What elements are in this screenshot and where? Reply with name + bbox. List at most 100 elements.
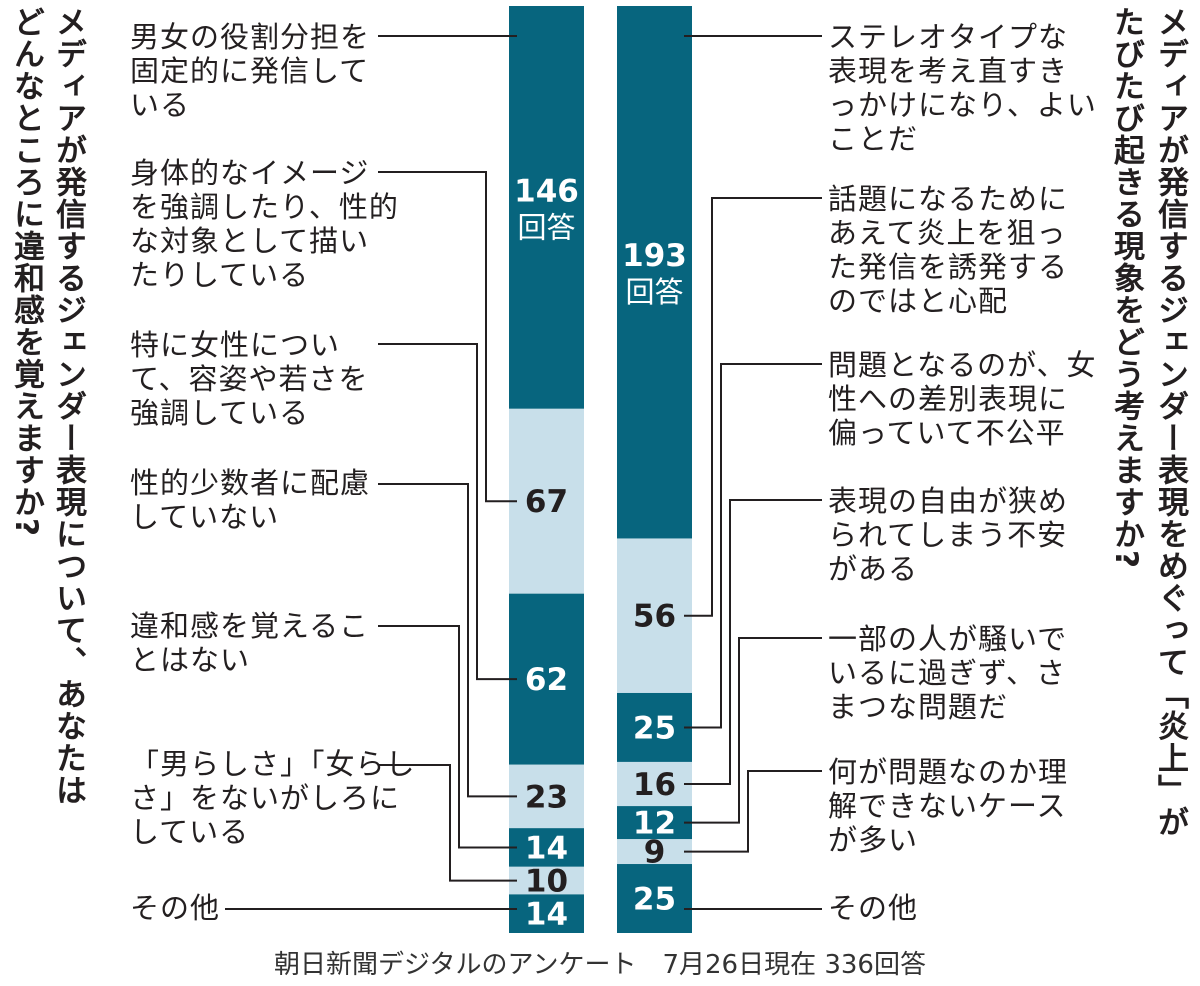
right-label-2: 問題となるのが、女 性への差別表現に 偏っていて不公平	[828, 348, 1097, 450]
unit-label: 回答	[517, 210, 575, 244]
value-label: 9	[644, 835, 666, 871]
label-line: 何が問題なのか理	[828, 755, 1069, 789]
bar-segment	[509, 593, 584, 765]
bar-segment	[509, 894, 584, 933]
label-line: 性的少数者に配慮	[130, 466, 371, 500]
leader-line	[684, 499, 822, 786]
label-line: 身体的なイメージ	[130, 156, 370, 190]
value-label: 14	[525, 897, 568, 933]
label-line: している	[130, 815, 250, 849]
leader-line	[378, 171, 517, 503]
right-label-6: その他	[828, 891, 918, 925]
label-line: ことだ	[828, 122, 919, 156]
left-question-line-2: どんなところに違和感を覚えますか?	[8, 6, 44, 537]
label-line: 性への差別表現に	[828, 382, 1069, 416]
right-label-0: ステレオタイプな 表現を考え直すき っかけになり、よい ことだ	[828, 20, 1097, 156]
value-label: 16	[633, 767, 676, 803]
label-line: 一部の人が騒いで	[828, 622, 1068, 656]
right-question-line-1: メディアが発信するジェンダー表現をめぐって「炎上」が	[1152, 6, 1188, 838]
label-line: た発信を誘発する	[828, 250, 1069, 284]
leader-line	[684, 363, 822, 729]
left-label-1: 身体的なイメージ を強調したり、性的 な対象として描い たりしている	[130, 156, 399, 292]
label-line: その他	[130, 891, 221, 925]
source-note: 朝日新聞デジタルのアンケート 7月26日現在 336回答	[274, 950, 926, 980]
value-label: 67	[525, 484, 568, 520]
label-line: 表現の自由が狭め	[828, 484, 1069, 518]
left-label-6: その他	[130, 891, 220, 925]
bar-segment	[509, 764, 584, 829]
label-line: 偏っていて不公平	[828, 416, 1066, 450]
bar-segment	[617, 538, 692, 693]
left-label-4: 違和感を覚えるこ とはない	[130, 609, 369, 677]
label-line: していない	[130, 500, 280, 534]
value-label: 25	[633, 710, 676, 746]
label-line: っかけになり、よい	[828, 88, 1097, 122]
bar-segment	[509, 866, 584, 895]
label-line: いるに過ぎず、さ	[828, 656, 1066, 690]
leader-line	[378, 483, 517, 798]
label-line: その他	[828, 891, 919, 925]
right-label-3: 表現の自由が狭め られてしまう不安 がある	[828, 484, 1068, 586]
leader-line	[378, 764, 517, 882]
label-line: とはない	[130, 643, 251, 677]
leader-line	[684, 637, 822, 824]
label-line: たりしている	[130, 258, 310, 292]
label-line: がある	[828, 552, 919, 586]
left-label-2: 特に女性につい て、容姿や若さを 強調している	[130, 328, 369, 430]
value-label: 14	[525, 830, 568, 866]
bar-segment	[617, 806, 692, 840]
label-line: 特に女性につい	[130, 328, 341, 362]
label-line: 表現を考え直すき	[828, 54, 1069, 88]
value-label: 12	[633, 806, 676, 842]
label-line: て、容姿や若さを	[130, 362, 369, 396]
label-line: な対象として描い	[130, 224, 370, 258]
label-line: 解できないケース	[828, 789, 1067, 823]
value-label: 56	[633, 599, 676, 635]
label-line: のではと心配	[828, 284, 1009, 318]
bar-segment	[617, 692, 692, 762]
bar-segment	[617, 839, 692, 865]
bar-segment	[617, 864, 692, 933]
left-label-3: 性的少数者に配慮 していない	[130, 466, 370, 534]
label-line: 固定的に発信して	[130, 54, 370, 88]
label-line: 問題となるのが、女	[828, 348, 1097, 382]
value-label: 23	[525, 779, 568, 815]
value-label: 25	[633, 882, 676, 918]
value-label: 62	[525, 662, 568, 698]
label-line: まつな問題だ	[828, 690, 1009, 724]
left-question-line-1: メディアが発信するジェンダー表現について、あなたは	[50, 6, 86, 806]
bar-segment	[509, 6, 584, 409]
label-line: 強調している	[130, 396, 310, 430]
left-label-0: 男女の役割分担を 固定的に発信して いる	[130, 20, 370, 122]
leader-line	[378, 625, 517, 849]
value-label: 146	[514, 173, 579, 209]
right-label-1: 話題になるために あえて炎上を狙っ た発信を誘発する のではと心配	[828, 182, 1068, 318]
bar-segment	[617, 6, 692, 539]
label-line: られてしまう不安	[828, 518, 1068, 552]
label-line: あえて炎上を狙っ	[828, 216, 1067, 250]
value-label: 193	[622, 238, 687, 274]
label-line: 話題になるために	[828, 182, 1069, 216]
bar-segment	[617, 761, 692, 807]
value-label: 10	[525, 864, 568, 900]
left-question-title: どんなところに違和感を覚えますか? メディアが発信するジェンダー表現について、あ…	[6, 6, 96, 966]
label-line: ステレオタイプな	[828, 20, 1069, 54]
leader-line	[684, 197, 822, 617]
bar-segment	[509, 828, 584, 867]
right-label-5: 何が問題なのか理 解できないケース が多い	[828, 755, 1068, 857]
label-line: 男女の役割分担を	[130, 20, 371, 54]
leader-line	[378, 343, 517, 681]
label-line: いる	[130, 88, 191, 122]
label-line: を強調したり、性的	[130, 190, 399, 224]
label-line: 違和感を覚えるこ	[130, 609, 370, 643]
label-line: 「男らしさ」「女らし	[130, 747, 416, 781]
bar-segment	[509, 408, 584, 594]
label-line: が多い	[828, 823, 919, 857]
unit-label: 回答	[625, 275, 683, 309]
right-question-title: たびたび起きる現象をどう考えますか? メディアが発信するジェンダー表現をめぐって…	[1106, 6, 1196, 966]
leader-line	[684, 770, 822, 853]
left-label-5: 「男らしさ」「女らし さ」をないがしろに している	[130, 747, 416, 849]
label-line: さ」をないがしろに	[130, 781, 401, 815]
